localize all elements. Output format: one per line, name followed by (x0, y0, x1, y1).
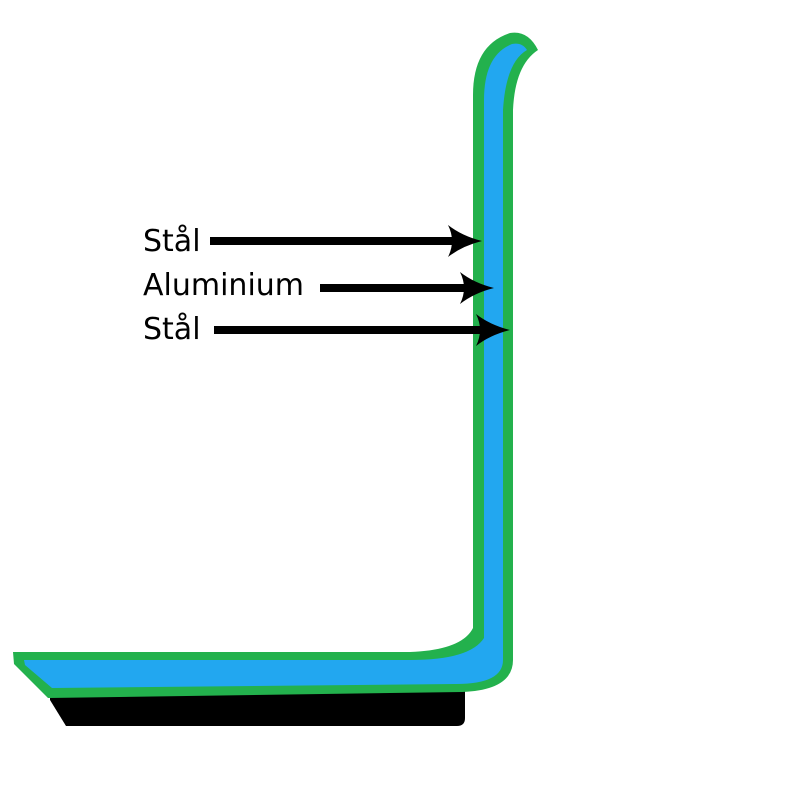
arrow-steel-bottom (214, 314, 510, 346)
label-aluminium: Aluminium (143, 268, 305, 303)
label-steel-bottom: Stål (143, 312, 201, 347)
base-plate (50, 690, 465, 726)
arrow-steel-top (210, 225, 482, 257)
arrow-aluminium (320, 272, 494, 304)
aluminium-core-layer (24, 43, 527, 689)
steel-outer-layer (13, 32, 538, 698)
label-steel-top: Stål (143, 224, 201, 259)
